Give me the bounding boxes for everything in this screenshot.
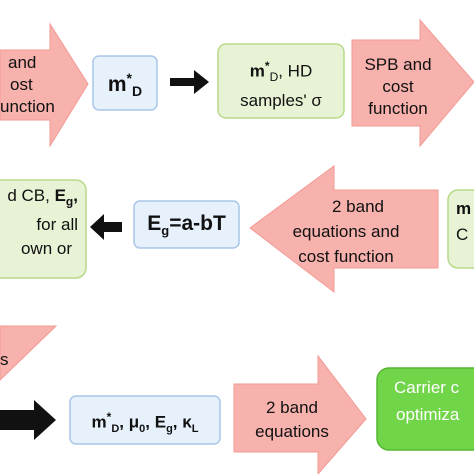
row4-sub-L: L [191, 423, 199, 436]
row1-mD-box [92, 55, 158, 111]
row4-final-line2: optimiza [396, 405, 460, 424]
row2-right-line1: m [456, 199, 472, 218]
row4-star: * [106, 410, 112, 424]
row1-right-arrow-line3: function [368, 99, 428, 118]
row2-left-prefix: d CB, [7, 186, 55, 205]
row1-green-box [217, 43, 345, 119]
row4-params-label: m*D, μ0, Eg, κL [70, 410, 220, 435]
row1-green-line1: m*D, HD [218, 54, 344, 89]
row2-arrow-text: 2 band equations and cost function [276, 194, 416, 269]
row4-params-box [69, 395, 221, 445]
row2-left-sub: g [65, 194, 74, 209]
row1-green-tail: , HD [278, 61, 313, 81]
row3-partial-text: s [0, 350, 9, 369]
row4-arrow-line2: equations [255, 422, 329, 441]
row2-left-box-text: d CB, Eg, for all own or [0, 184, 84, 261]
row1-left-arrow-text: and ost unction [0, 52, 55, 118]
row2-pink-arrow [249, 165, 439, 294]
row1-mD-label: m*D [93, 70, 157, 99]
row4-arrow-text: 2 band equations [240, 396, 344, 444]
row1-right-arrow-text: SPB and cost function [352, 54, 444, 120]
row2-right-box-text: m C [456, 196, 474, 248]
row2-arrow-line3: cost function [298, 247, 394, 266]
row1-left-arrow-line1: and [8, 53, 37, 72]
row2-eg-tail: =a-bT [169, 212, 226, 235]
row1-green-m: m [249, 61, 265, 81]
row2-eg-box [133, 200, 240, 249]
row1-green-line2: samples' σ [240, 91, 322, 111]
row3-pink-arrow-partial [0, 325, 58, 381]
row4-sub-0: 0 [139, 423, 146, 436]
row1-mD-sub: D [132, 83, 143, 100]
row4-comma2: , [145, 412, 155, 432]
row4-arrow-line1: 2 band [266, 398, 318, 417]
row2-left-line1: d CB, Eg, [0, 184, 84, 213]
row2-black-arrow [90, 214, 122, 240]
row2-left-comma: , [73, 186, 78, 205]
row4-comma1: , [119, 412, 129, 432]
row2-right-green-box [447, 189, 474, 269]
row4-m: m [91, 412, 107, 432]
row1-left-pink-arrow [0, 22, 89, 148]
row2-right-line2: C [456, 225, 469, 244]
row2-eg-label: Eg=a-bT [134, 212, 239, 238]
row4-sub-g: g [166, 423, 173, 436]
row1-right-arrow-line2: cost [382, 77, 414, 96]
row1-green-sub: D [269, 70, 279, 85]
row4-sub-D: D [111, 423, 120, 436]
row4-final-line1: Carrier c [394, 378, 460, 397]
row4-kappa: κ [182, 412, 192, 432]
row4-final-green-box [376, 367, 474, 451]
row1-mD-star: * [126, 70, 132, 86]
row2-left-green-box [0, 179, 87, 279]
row4-black-arrow [0, 400, 56, 440]
row1-green-box-text: m*D, HD samples' σ [218, 54, 344, 113]
row2-left-E: E [54, 186, 66, 205]
row1-black-arrow [170, 70, 209, 94]
row4-comma3: , [172, 412, 183, 432]
row2-left-line3: own or [20, 239, 72, 259]
row1-right-arrow-line1: SPB and [364, 55, 432, 74]
row1-mD-m: m [107, 73, 127, 96]
row4-E: E [154, 412, 167, 432]
row1-right-pink-arrow [351, 18, 474, 148]
row1-left-arrow-line2: ost [10, 75, 33, 94]
row4-pink-arrow [233, 354, 367, 474]
row2-arrow-line1: 2 band [332, 197, 384, 216]
row2-left-line2: for all [36, 215, 78, 235]
row2-arrow-line2: equations and [292, 222, 400, 241]
row1-left-arrow-line3: unction [0, 97, 55, 116]
row4-mu: μ [128, 412, 140, 432]
row1-green-star: * [264, 59, 270, 73]
row2-eg-E: E [147, 212, 162, 235]
row2-eg-sub: g [161, 223, 170, 239]
row4-final-box-text: Carrier c optimiza [382, 374, 474, 428]
